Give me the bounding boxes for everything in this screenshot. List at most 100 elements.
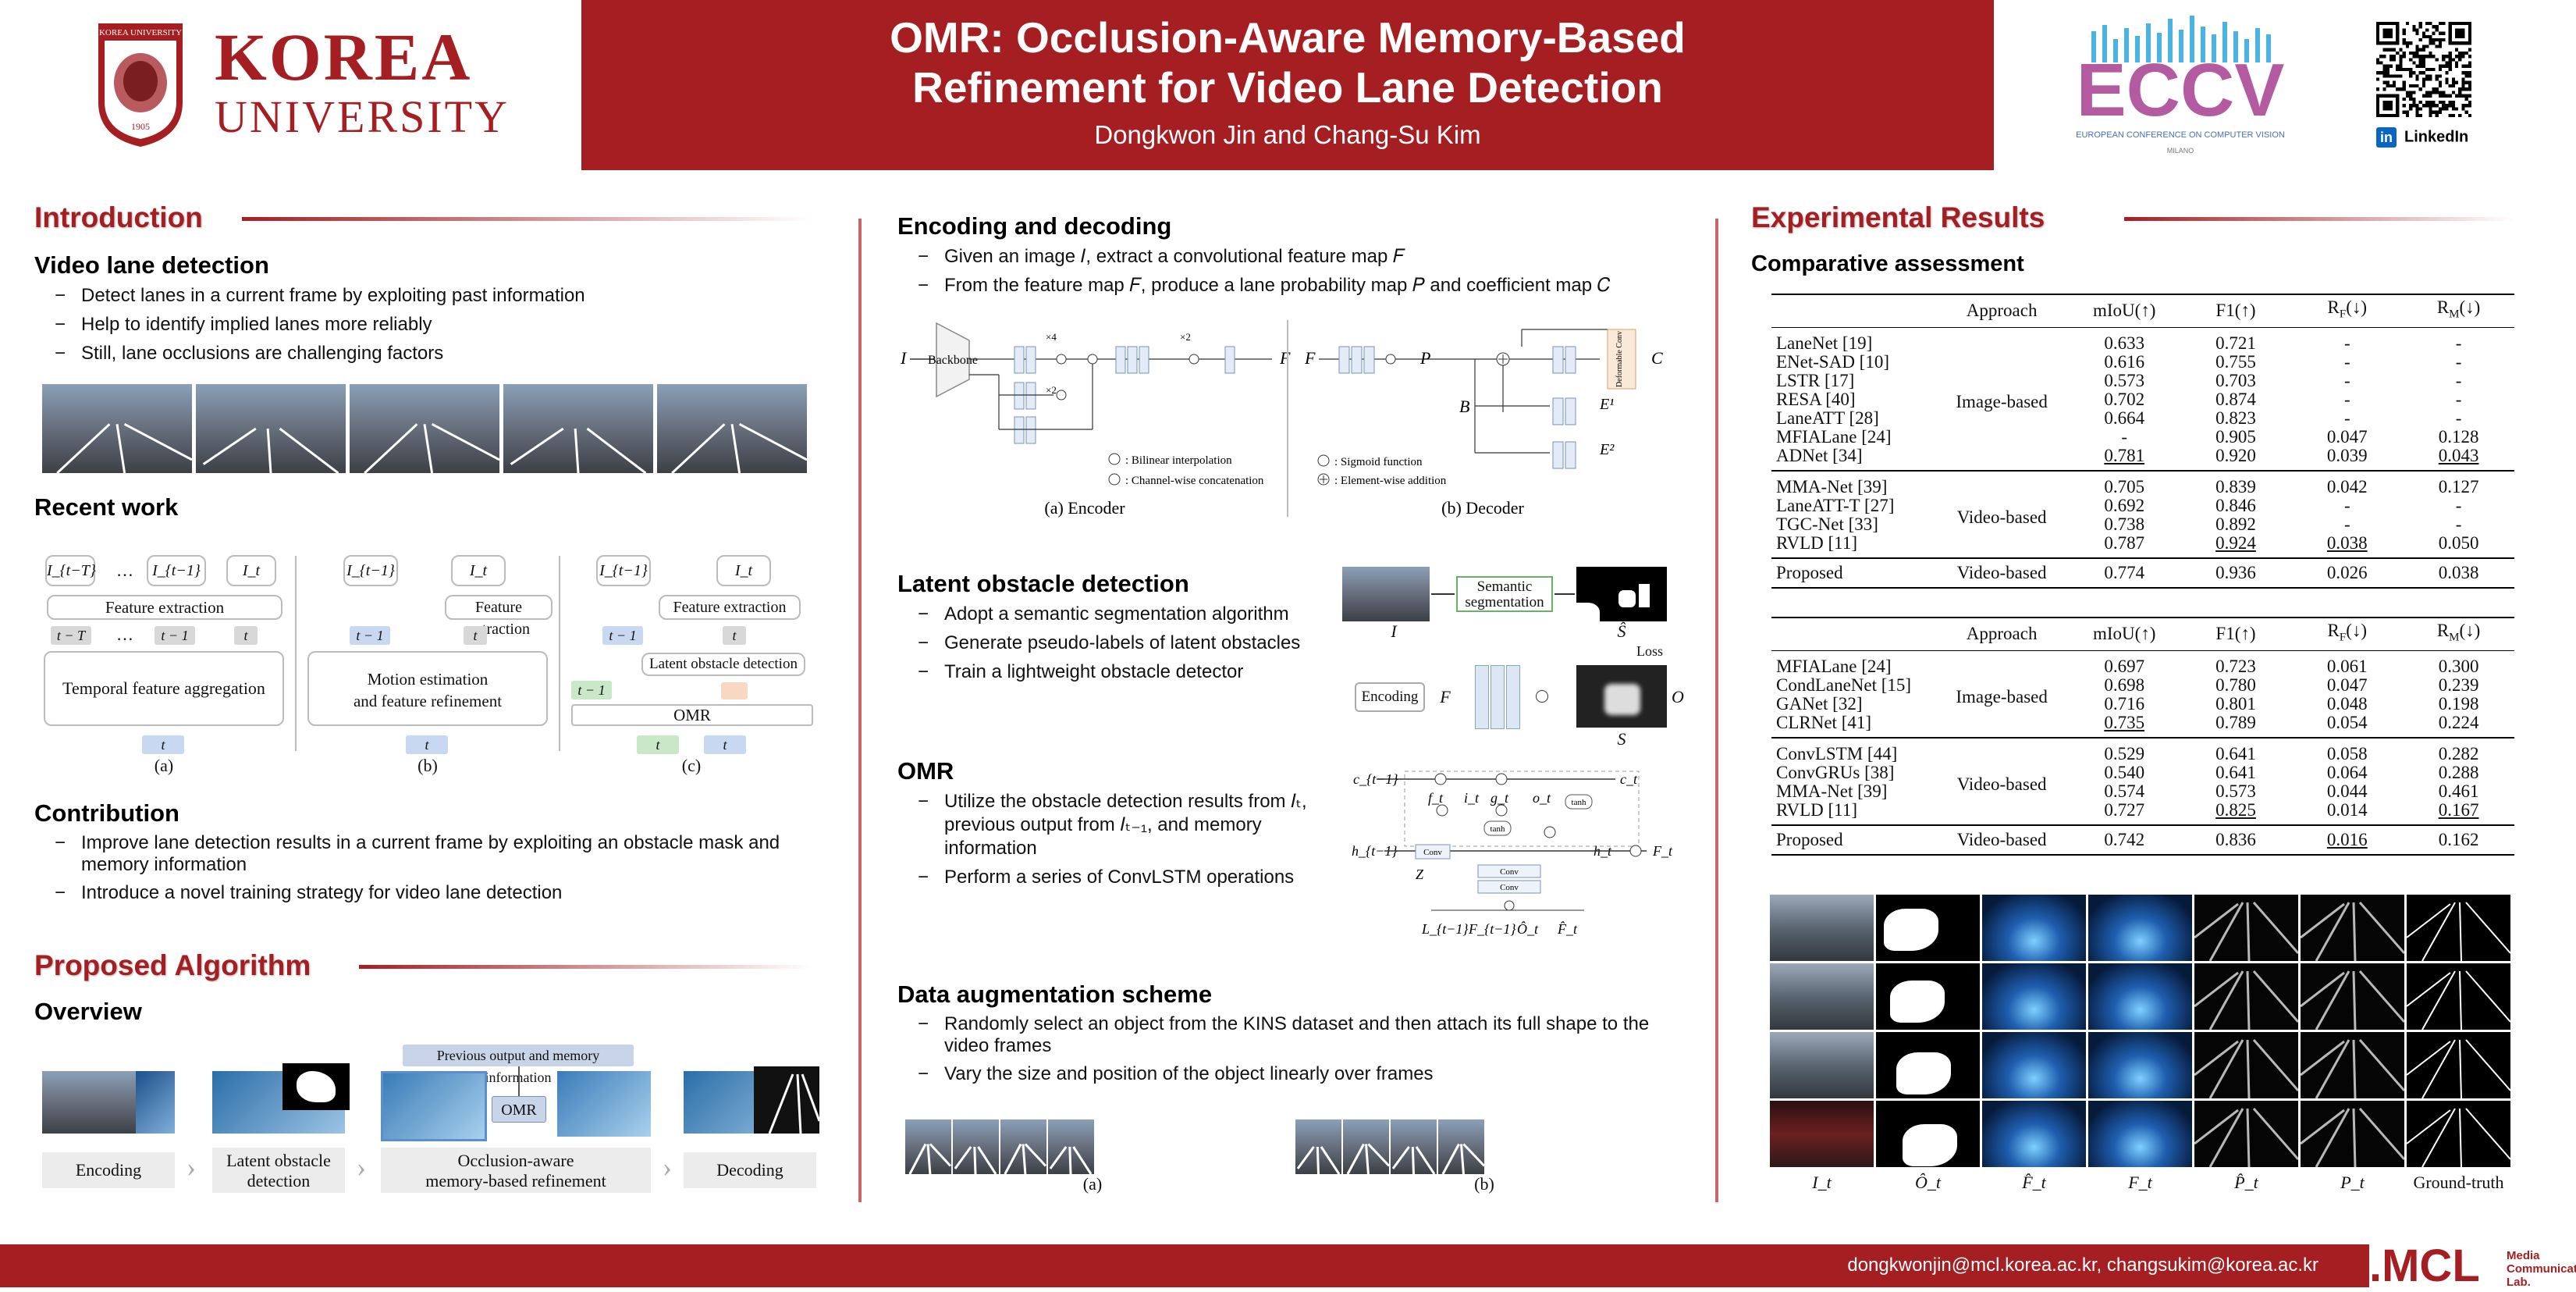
label-h-prev: h_{t−1} [1352,843,1398,859]
contribution-title: Contribution [34,799,179,827]
metric-cell: 0.755 [2215,351,2256,372]
metric-cell: 0.198 [2438,693,2479,714]
metric-cell: 0.573 [2104,370,2145,390]
symbol-P: P [1419,348,1430,368]
method-name: Proposed [1771,824,1935,856]
legend-sigmoid: : Sigmoid function [1334,456,1423,468]
result-cell-gray [2194,1101,2300,1168]
result-cell-photo [1770,1032,1874,1098]
metric-cell: 0.781 [2068,446,2180,472]
metric-cell: 0.697 [2104,656,2145,676]
label-g-t: g_t [1491,790,1509,806]
lane-output-thumbnail [754,1066,821,1134]
metric-cell: 0.239 [2438,674,2479,695]
stage-line: memory-based refinement [425,1171,606,1191]
metric-cell: - [2455,333,2462,353]
symbol-I: I [900,348,908,368]
metric-cell: - [2455,351,2462,372]
feature-thumbnail [136,1071,175,1134]
metric-cell: 0.727 [2068,800,2180,826]
ellipsis: … [116,625,133,644]
mcl-sub-line: Communications Lab. [2507,1262,2576,1289]
tanh-label: tanh [1491,824,1505,834]
metric-cell: - [2343,408,2350,428]
metric-cell: 0.716 [2104,693,2145,714]
metric-cell: 0.573 [2215,781,2256,801]
metric-cell: 0.048 [2326,693,2368,714]
result-cell-gray [2194,895,2300,962]
encoding-box: Encoding [1355,682,1425,712]
metric-cell: 0.064 [2326,762,2368,782]
input-frame: I_t [451,555,506,586]
encoding-decoding-title: Encoding and decoding [897,212,1172,240]
input-frame: I_{t−1} [596,555,651,586]
feature-extraction-box: Feature extraction [47,595,282,620]
arrow [1431,593,1455,595]
mcl-subtitle: MediaCommunications Lab. [2507,1249,2576,1289]
legend-add: : Element-wise addition [1334,475,1447,487]
road-scene-thumbnail [503,384,653,473]
conv-block [1139,346,1149,374]
eccv-wordmark: ECCV [2077,48,2285,132]
encdec-bullet: From the feature map 𝐹, produce a lane p… [918,274,1698,297]
conv-block [1025,416,1036,444]
col-f1: F1(↑) [2180,293,2292,328]
omr-block: OMR [492,1096,546,1123]
figure-separator [559,556,560,751]
road-scene-thumbnail [42,384,192,473]
aug-caption-b: (b) [1474,1174,1494,1194]
road-scene-thumbnail [196,384,346,473]
metric-cell: - [2343,351,2350,372]
qr-code-icon[interactable] [2376,22,2471,117]
metric-cell: 0.050 [2403,533,2514,559]
label-i-t: i_t [1464,790,1480,806]
omr-box: OMR [571,704,813,726]
motion-line-2: and feature refinement [353,692,503,710]
omr-output-thumbnail [557,1071,651,1137]
metric-cell: 0.836 [2180,824,2292,856]
crest-year: 1905 [131,121,150,132]
chevron-right-icon: › [357,1151,366,1183]
metric-cell: 0.692 [2104,495,2145,515]
stage-decoding: Decoding [684,1152,816,1188]
input-image-thumbnail [1342,567,1430,621]
result-cell-heat [2088,963,2192,1030]
metric-cell: 0.574 [2104,781,2145,801]
encdec-bullets: Given an image 𝐼, extract a convolutiona… [918,245,1698,303]
metric-cell: 0.288 [2438,762,2479,782]
grid-column-label: P̂_t [2234,1173,2258,1192]
university-word: UNIVERSITY [215,91,510,142]
metric-cell: 0.167 [2403,800,2514,826]
method-name: MMA-Net [39] [1776,781,1888,801]
feature-extraction-box: Feature extraction [445,595,553,638]
metric-cell: - [2343,333,2350,353]
conv-block [1025,346,1036,374]
previous-output-label: Previous output and memory information [403,1045,634,1085]
stage-line: detection [247,1171,311,1191]
experimental-results-heading: Experimental Results [1751,201,2045,233]
input-F-hat: F̂_t [1557,921,1578,937]
figure-caption: (b) [417,756,438,775]
col-f1: F1(↑) [2180,616,2292,651]
metric-cell: 0.633 [2104,333,2145,353]
feature-tag: t [464,626,487,645]
approach-cell: Video-based [1935,557,2069,589]
metric-cell: - [2455,370,2462,390]
method-name: MFIALane [24] [1776,426,1892,447]
input-L: L_{t−1} [1421,921,1469,937]
result-cell-mask [1876,895,1980,961]
output-tag: t [142,735,184,754]
metric-cell: 0.038 [2403,557,2514,589]
feature-extraction-box: Feature extraction [659,595,801,620]
eccv-city: MILANO [2167,147,2194,155]
metric-cell: - [2343,495,2350,515]
metric-cell: 0.044 [2326,781,2368,801]
loss-label: Loss [1636,643,1663,659]
